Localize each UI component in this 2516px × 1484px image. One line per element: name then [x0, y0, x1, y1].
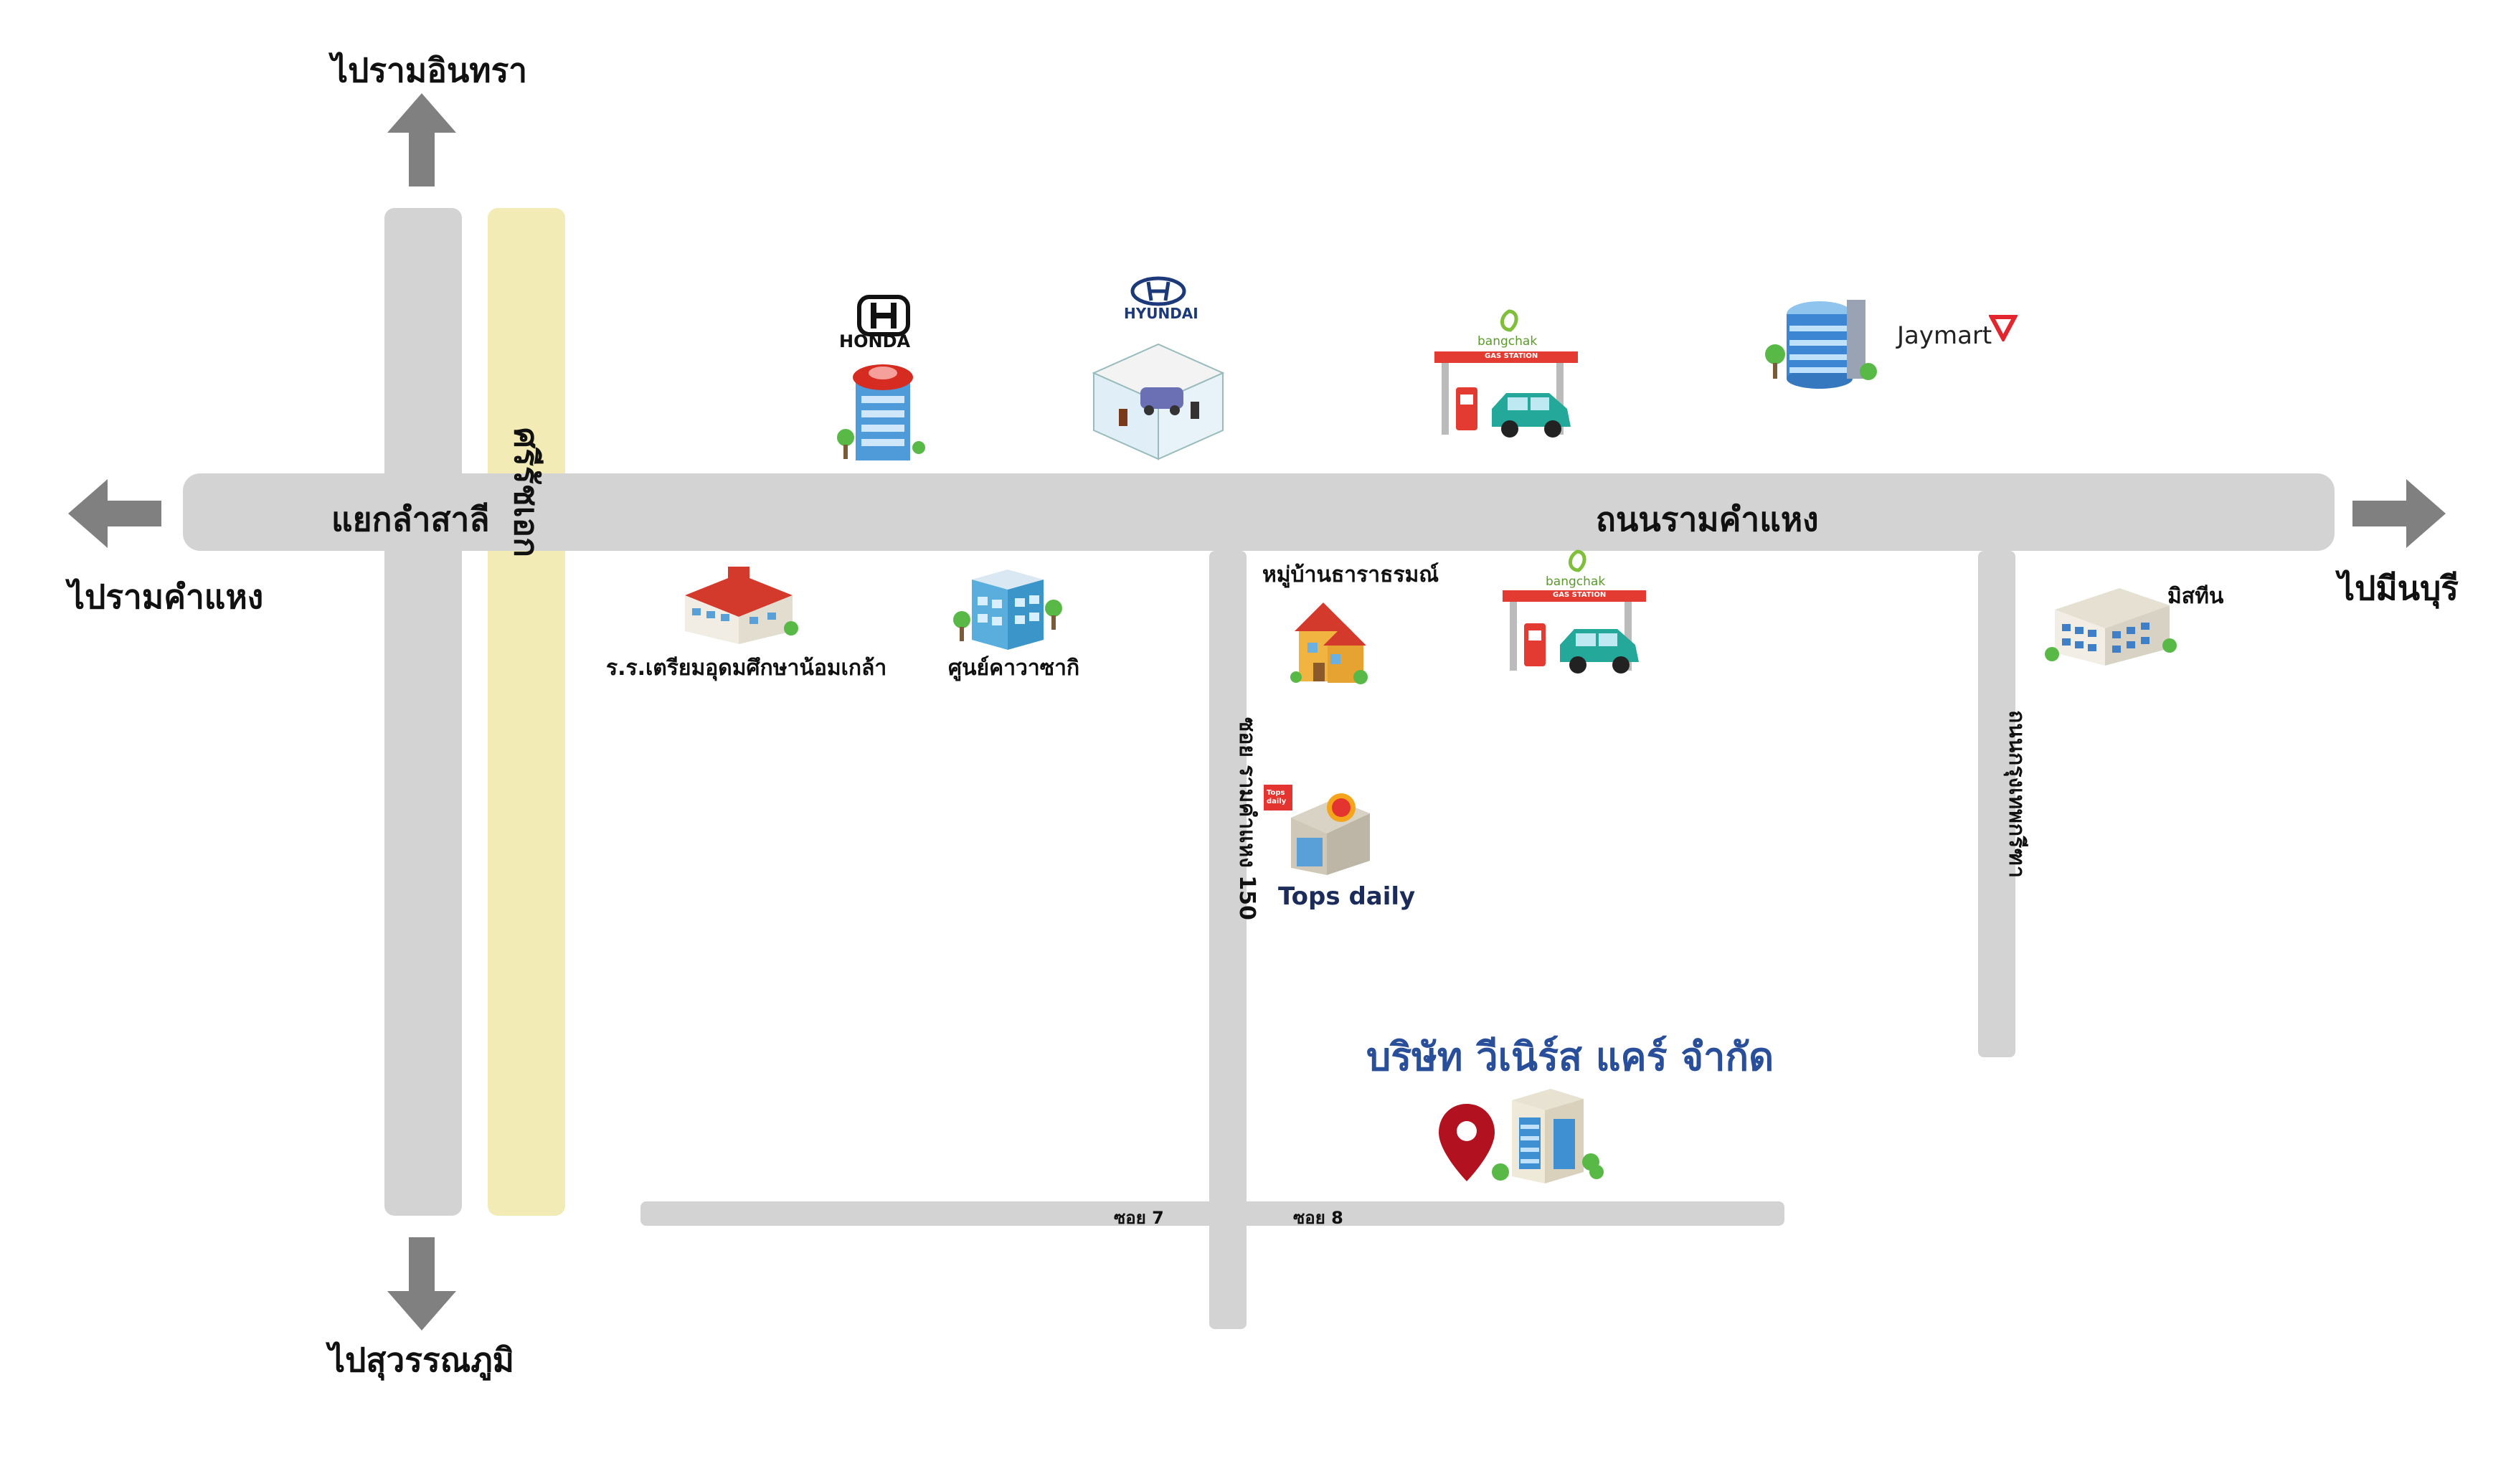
arrow-west-icon	[68, 479, 161, 548]
gas-station-2-label: GAS STATION	[1553, 591, 1607, 599]
company-building-icon	[1490, 1083, 1605, 1186]
jaymart-building-icon	[1765, 300, 1877, 389]
arrow-north-icon	[387, 93, 456, 186]
direction-west-label: ไปรามคำแหง	[68, 577, 264, 616]
soi-150-label: ซอย รามคำแหง 150	[1234, 717, 1259, 920]
direction-east-label: ไปมีนบุรี	[2338, 569, 2459, 608]
junction-label: แยกลำสาลี	[331, 500, 490, 539]
hyundai-label: HYUNDAI	[1124, 305, 1198, 322]
soi-8-label: ซอย 8	[1293, 1208, 1343, 1228]
arrow-east-icon	[2352, 479, 2446, 548]
jaymart-logo-icon	[1989, 315, 2018, 341]
gas-station-2-icon	[1503, 590, 1646, 674]
village-label: หมู่บ้านธาราธรมณ์	[1262, 562, 1439, 587]
kawasaki-building-icon	[953, 570, 1062, 650]
soi-7-8-road	[640, 1201, 1784, 1226]
bangchak-station-2: bangchak GAS STATION	[1503, 549, 1653, 674]
kawasaki-label: ศูนย์คาวาซากิ	[948, 656, 1080, 681]
bangchak-1-label: bangchak	[1477, 334, 1538, 349]
misteen-building-icon	[2040, 574, 2177, 670]
gas-station-1-icon	[1434, 351, 1578, 438]
direction-south-label: ไปสุวรรณภูมิ	[328, 1341, 514, 1379]
hyundai-landmark: HYUNDAI	[1087, 276, 1230, 470]
tops-daily-label: Tops daily	[1278, 882, 1416, 911]
direction-north-label: ไปรามอินทรา	[331, 51, 528, 90]
honda-landmark: HONDA	[832, 287, 932, 460]
bangchak-logo-icon	[1500, 309, 1518, 332]
jaymart-label: Jaymart	[1897, 321, 1992, 350]
jaymart-landmark: Jaymart	[1761, 293, 2033, 393]
road-vertical-left	[384, 208, 462, 1216]
honda-label: HONDA	[839, 331, 911, 351]
soi-150-road	[1209, 551, 1247, 1329]
school-landmark	[678, 559, 807, 653]
bangchak-station-1: bangchak GAS STATION	[1434, 308, 1585, 445]
honda-logo-icon	[857, 295, 910, 336]
soi-7-label: ซอย 7	[1114, 1208, 1164, 1228]
tops-daily-store-icon	[1262, 782, 1370, 878]
school-label: ร.ร.เตรียมอุดมศึกษาน้อมเกล้า	[606, 656, 887, 681]
bangchak-logo-2-icon	[1569, 549, 1586, 572]
company-name: บริษัท วีเนิร์ส แคร์ จำกัด	[1366, 1034, 1774, 1079]
gas-station-1-label: GAS STATION	[1485, 352, 1538, 360]
hyundai-logo-icon	[1130, 276, 1186, 306]
main-road-label: ถนนรามคำแหง	[1596, 500, 1819, 539]
expressway-road	[488, 208, 565, 1216]
main-road-ramkhamhaeng	[183, 473, 2335, 551]
location-pin-icon	[1434, 1101, 1499, 1186]
hyundai-showroom-icon	[1092, 343, 1225, 460]
tops-sign-label: Tops daily	[1267, 789, 1287, 805]
bangchak-2-label: bangchak	[1546, 575, 1606, 589]
village-house-icon	[1287, 588, 1373, 691]
expressway-label: ศรีรัชเอก	[507, 427, 546, 558]
misteen-label: มิสทีน	[2167, 584, 2224, 609]
kawasaki-landmark	[950, 565, 1065, 651]
honda-building-icon	[837, 364, 925, 460]
school-building-icon	[685, 567, 798, 644]
krungthep-kreetha-road	[1978, 551, 2015, 1057]
arrow-south-icon	[387, 1237, 456, 1331]
krungthep-kreetha-label: ถนนกรุงเทพกรีฑา	[2004, 710, 2029, 878]
